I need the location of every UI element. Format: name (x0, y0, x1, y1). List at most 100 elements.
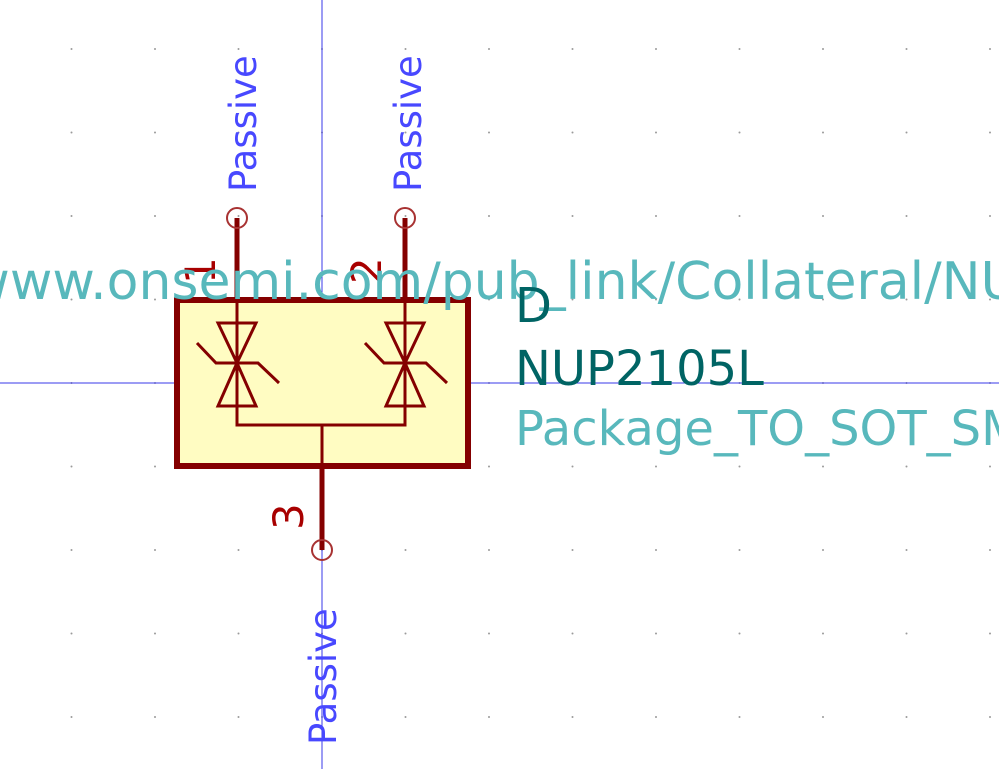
grid-dot (488, 48, 490, 50)
grid-dot (989, 298, 991, 301)
grid-dot (70, 48, 73, 50)
grid-dot (989, 465, 991, 468)
grid-dot (822, 716, 824, 718)
grid-dot (822, 549, 824, 551)
grid-dot (404, 549, 407, 551)
pin-1-endpoint[interactable] (226, 207, 248, 229)
grid-dot (905, 465, 908, 468)
grid-dot (488, 131, 490, 134)
reference-designator: D (515, 278, 552, 334)
tvs-diode-2-icon (363, 321, 449, 408)
grid-dot (70, 215, 73, 217)
grid-dot (237, 48, 240, 50)
grid-dot (738, 549, 741, 551)
grid-dot (822, 131, 824, 134)
pin-1-type-label: Passive (222, 55, 265, 192)
grid-dot (905, 215, 908, 217)
grid-dot (989, 632, 991, 635)
grid-dot (989, 131, 991, 134)
grid-dot (154, 632, 156, 635)
grid-dot (822, 632, 824, 635)
grid-dot (154, 215, 156, 217)
grid-dot (905, 716, 908, 718)
grid-dot (70, 131, 73, 134)
grid-dot (822, 465, 824, 468)
grid-dot (655, 632, 657, 635)
grid-dot (655, 465, 657, 468)
grid-dot (404, 716, 407, 718)
grid-dot (738, 298, 741, 301)
grid-dot (905, 549, 908, 551)
grid-dot (571, 632, 574, 635)
grid-dot (571, 465, 574, 468)
grid-dot (488, 632, 490, 635)
grid-dot (154, 465, 156, 468)
footprint-field: Package_TO_SOT_SMD:SOT-23 (515, 401, 999, 457)
grid-dot (154, 131, 156, 134)
grid-dot (738, 716, 741, 718)
grid-dot (488, 215, 490, 217)
grid-dot (571, 215, 574, 217)
pin-2-type-label: Passive (387, 55, 430, 192)
pin-2-endpoint[interactable] (394, 207, 416, 229)
grid-dot (738, 131, 741, 134)
grid-dot (571, 48, 574, 50)
grid-dot (154, 716, 156, 718)
grid-dot (488, 298, 490, 301)
grid-dot (822, 48, 824, 50)
grid-dot (738, 48, 741, 50)
grid-dot (70, 465, 73, 468)
grid-dot (571, 298, 574, 301)
grid-dot (70, 298, 73, 301)
grid-dot (404, 215, 407, 217)
part-value: NUP2105L (515, 341, 764, 397)
grid-dot (989, 48, 991, 50)
grid-dot (655, 549, 657, 551)
grid-dot (655, 298, 657, 301)
grid-dot (488, 465, 490, 468)
grid-dot (655, 131, 657, 134)
datasheet-field: http://www.onsemi.com/pub_link/Collatera… (0, 252, 999, 312)
pin-3-endpoint[interactable] (311, 539, 333, 561)
grid-dot (822, 298, 824, 301)
grid-dot (237, 131, 240, 134)
grid-dot (655, 215, 657, 217)
grid-dot (571, 549, 574, 551)
grid-dot (655, 716, 657, 718)
tvs-diode-1-icon (195, 321, 281, 408)
grid-dot (70, 632, 73, 635)
pin-1-number: 1 (176, 257, 225, 284)
grid-dot (70, 716, 73, 718)
pin-2-number: 2 (342, 257, 391, 284)
grid-dot (237, 632, 240, 635)
grid-dot (488, 716, 490, 718)
grid-dot (571, 716, 574, 718)
grid-dot (154, 298, 156, 301)
grid-dot (989, 215, 991, 217)
grid-dot (989, 716, 991, 718)
grid-dot (237, 215, 240, 217)
grid-dot (655, 48, 657, 50)
grid-dot (237, 549, 240, 551)
grid-dot (905, 131, 908, 134)
grid-dot (905, 48, 908, 50)
grid-dot (822, 215, 824, 217)
grid-dot (738, 465, 741, 468)
grid-dot (488, 549, 490, 551)
grid-dot (905, 632, 908, 635)
grid-dot (738, 215, 741, 217)
grid-dot (70, 549, 73, 551)
pin-3-type-label: Passive (302, 608, 345, 745)
grid-dot (404, 48, 407, 50)
grid-dot (154, 549, 156, 551)
grid-dot (738, 632, 741, 635)
grid-dot (154, 48, 156, 50)
grid-dot (237, 716, 240, 718)
pin-3-number: 3 (264, 503, 313, 530)
grid-dot (404, 632, 407, 635)
grid-dot (905, 298, 908, 301)
grid-dot (571, 131, 574, 134)
grid-dot (404, 131, 407, 134)
grid-dot (989, 549, 991, 551)
